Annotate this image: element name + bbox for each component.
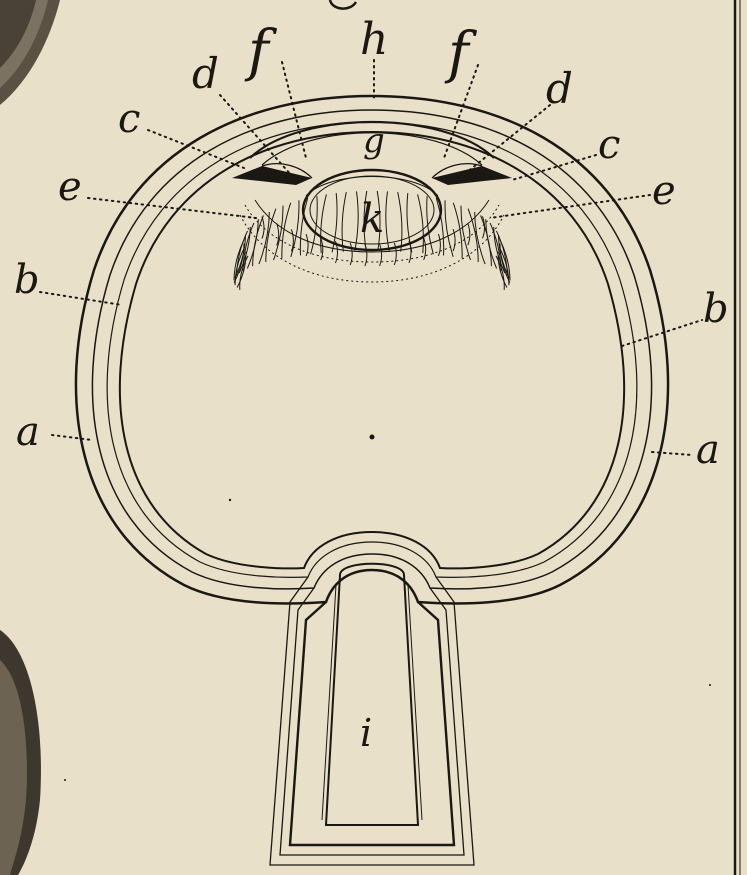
label-h: h: [360, 14, 388, 65]
label-d-right: d: [546, 64, 573, 113]
label-a-left: a: [16, 409, 40, 455]
label-e-right: e: [652, 168, 676, 214]
label-b-left: b: [14, 257, 40, 303]
label-a-right: a: [696, 427, 720, 473]
label-c-right: c: [598, 122, 620, 168]
label-k: k: [360, 196, 384, 242]
label-g: g: [363, 121, 385, 161]
speck: [229, 499, 231, 501]
vitreous-center-dot: [370, 435, 375, 440]
speck: [709, 684, 711, 686]
label-e-left: e: [58, 164, 82, 210]
label-d-left: d: [192, 49, 219, 98]
label-i: i: [360, 711, 372, 755]
speck: [64, 779, 66, 781]
label-b-right: b: [703, 286, 729, 332]
label-c-left: c: [118, 96, 140, 142]
